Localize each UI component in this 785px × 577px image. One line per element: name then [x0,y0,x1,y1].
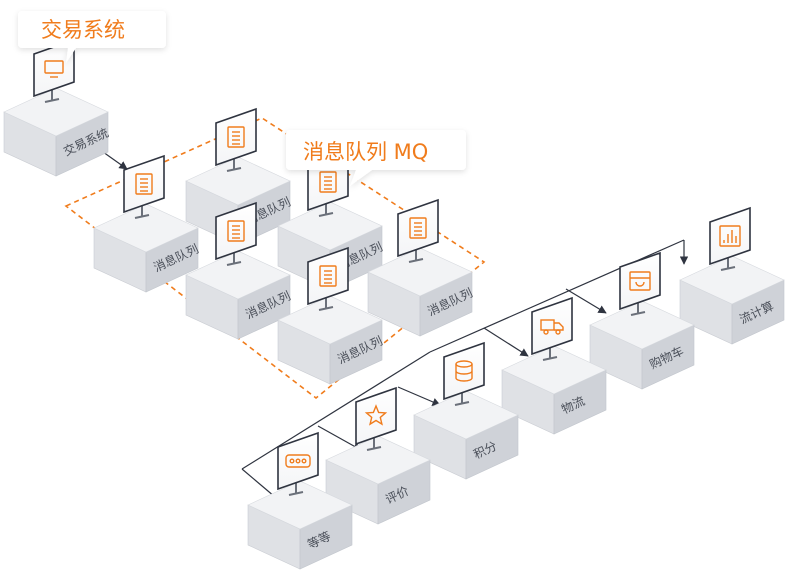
box-top-face [413,390,519,440]
bar-chart-icon [719,225,741,247]
mq-callout-text: 消息队列 MQ [303,140,428,164]
node-stream: 流计算 [679,206,785,345]
connector-line [241,351,431,470]
monitor [709,206,751,271]
trading-callout-text: 交易系统 [41,18,125,42]
monitor [307,246,349,311]
node-queue-5: 消息队列 [367,198,475,337]
nodes: 交易系统消息队列消息队列消息队列消息队列消息队列消息队列流计算购物车物流积分评价… [3,38,785,570]
box-top-face [679,255,785,305]
mq-callout [286,130,466,186]
box-top-face [277,295,383,345]
node-queue-1: 消息队列 [93,154,201,293]
document-icon [135,173,153,195]
database-icon [455,360,473,382]
monitor [397,198,439,263]
connector-line [317,425,362,451]
box-top-face [277,201,383,251]
node-queue-4: 消息队列 [185,201,293,340]
box-top-face [501,345,607,395]
node-queue-6: 消息队列 [277,246,385,385]
monitor [531,296,573,361]
cart-icon [629,271,651,291]
monitor [215,107,257,172]
box-top-face [93,203,199,253]
dots-icon [285,454,311,468]
node-logistics: 物流 [501,296,607,435]
monitor [355,386,397,451]
monitor [619,251,661,316]
connector-line [483,327,529,357]
connector-line [565,288,607,314]
box-top-face [247,480,353,530]
box-top-face [3,87,109,137]
node-points: 积分 [413,341,519,480]
monitor-icon [44,60,64,78]
box-top-face [185,156,291,206]
truck-icon [540,319,564,335]
box-top-face [185,250,291,300]
monitor [443,341,485,406]
node-etc: 等等 [247,431,353,570]
box-top-face [367,247,473,297]
star-icon [364,404,388,426]
monitor [215,201,257,266]
document-icon [409,217,427,239]
node-review: 评价 [325,386,431,525]
monitor [123,154,165,219]
trading-callout [18,11,166,63]
node-trading-system: 交易系统 [3,38,111,177]
document-icon [227,126,245,148]
document-icon [319,265,337,287]
document-icon [227,220,245,242]
node-cart: 购物车 [589,251,695,390]
box-top-face [589,300,695,350]
monitor [33,38,75,103]
monitor [277,431,319,496]
mq-group-outline [64,117,486,400]
box-top-face [325,435,431,485]
document-icon [319,171,337,193]
connector-line [397,386,441,406]
